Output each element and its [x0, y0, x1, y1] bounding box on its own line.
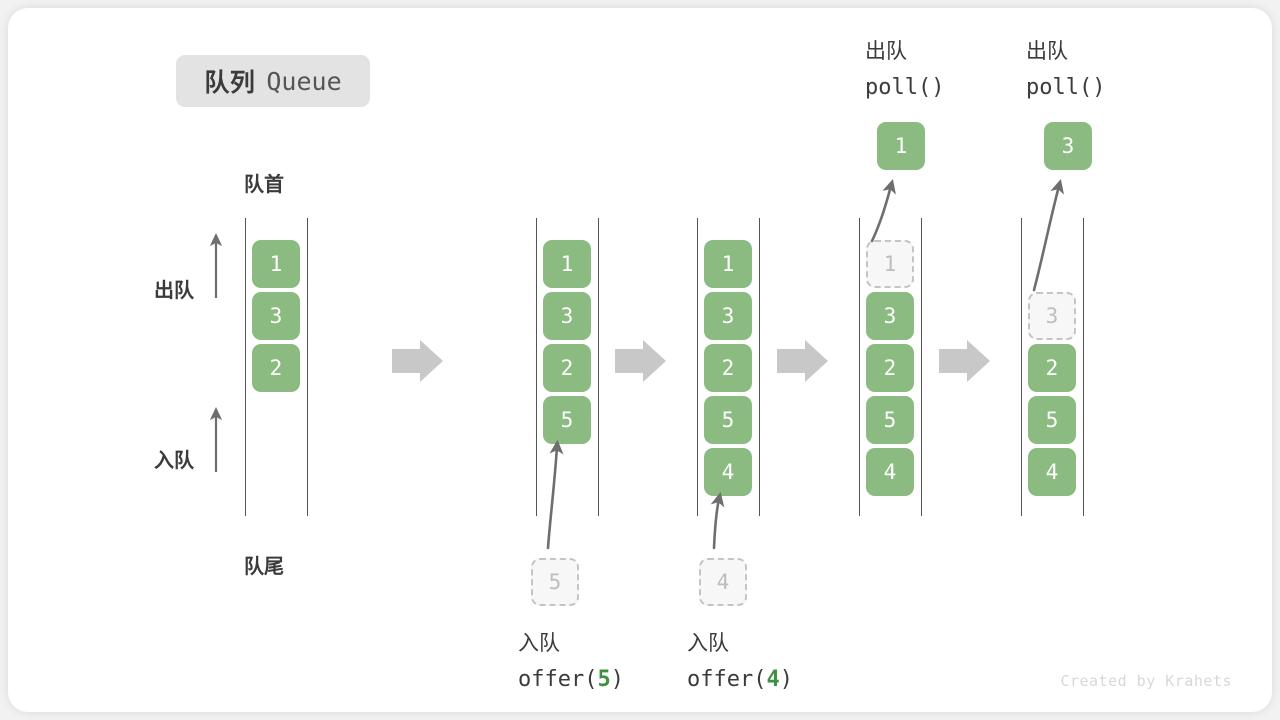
queue-rail-right — [921, 218, 922, 516]
queue-cell: 3 — [252, 292, 300, 340]
operation-name-cn: 出队 — [1026, 40, 1068, 63]
pending-element-5: 5 — [531, 558, 579, 606]
diagram-title-chip: 队列 Queue — [176, 55, 370, 107]
queue-cell: 5 — [1028, 396, 1076, 444]
operation-code: offer(5) — [518, 662, 624, 698]
queue-cell: 1 — [252, 240, 300, 288]
pending-element-4: 4 — [699, 558, 747, 606]
diagram-card: 队列 Queue 队首 队尾 出队 入队 1 3 2 1 3 2 5 5 入队 — [8, 8, 1272, 712]
queue-cell: 4 — [866, 448, 914, 496]
queue-cell: 2 — [866, 344, 914, 392]
queue-rail-right — [307, 218, 308, 516]
queue-rail-right — [759, 218, 760, 516]
credit-text: Created by Krahets — [1060, 672, 1232, 690]
operation-label-poll-1: 出队 poll() — [865, 34, 944, 106]
queue-cell: 3 — [866, 292, 914, 340]
operation-label-offer-4: 入队 offer(4) — [687, 626, 793, 698]
queue-state-after-poll-1: 1 3 2 5 4 — [859, 218, 922, 516]
op-code-prefix: poll( — [1026, 75, 1093, 100]
queue-cell: 4 — [1028, 448, 1076, 496]
queue-cell: 3 — [543, 292, 591, 340]
queue-rail-left — [536, 218, 537, 516]
op-code-prefix: poll( — [865, 75, 932, 100]
enqueue-direction-label: 入队 — [154, 450, 194, 472]
op-code-arg: 5 — [597, 667, 611, 692]
queue-state-after-offer-5: 1 3 2 5 — [536, 218, 599, 516]
queue-state-initial: 1 3 2 — [245, 218, 308, 516]
operation-name-cn: 入队 — [687, 632, 729, 655]
queue-cell-new: 5 — [543, 396, 591, 444]
popped-element-1: 1 — [877, 122, 925, 170]
op-code-suffix: ) — [610, 667, 624, 692]
queue-cell-new: 4 — [704, 448, 752, 496]
queue-rail-left — [245, 218, 246, 516]
queue-rail-right — [598, 218, 599, 516]
queue-cell: 2 — [1028, 344, 1076, 392]
op-code-suffix: ) — [1092, 75, 1106, 100]
queue-cell: 5 — [866, 396, 914, 444]
operation-label-offer-5: 入队 offer(5) — [518, 626, 624, 698]
op-code-suffix: ) — [779, 667, 793, 692]
queue-cell: 2 — [252, 344, 300, 392]
queue-rail-left — [859, 218, 860, 516]
operation-code: poll() — [1026, 70, 1105, 106]
queue-cell: 2 — [704, 344, 752, 392]
operation-code: poll() — [865, 70, 944, 106]
dequeue-direction-label: 出队 — [154, 280, 194, 302]
queue-rear-label: 队尾 — [244, 556, 284, 578]
queue-cell: 1 — [543, 240, 591, 288]
operation-name-cn: 入队 — [518, 632, 560, 655]
op-code-arg: 4 — [766, 667, 780, 692]
operation-label-poll-3: 出队 poll() — [1026, 34, 1105, 106]
queue-state-after-poll-3: 3 2 5 4 — [1021, 218, 1084, 516]
operation-name-cn: 出队 — [865, 40, 907, 63]
queue-rail-left — [697, 218, 698, 516]
popped-element-3: 3 — [1044, 122, 1092, 170]
op-code-prefix: offer( — [687, 667, 767, 692]
queue-cell-removed: 1 — [866, 240, 914, 288]
op-code-suffix: ) — [931, 75, 945, 100]
queue-front-label: 队首 — [244, 174, 284, 196]
queue-cell: 5 — [704, 396, 752, 444]
op-code-prefix: offer( — [518, 667, 598, 692]
queue-rail-right — [1083, 218, 1084, 516]
operation-code: offer(4) — [687, 662, 793, 698]
queue-cell: 1 — [704, 240, 752, 288]
title-label-en: Queue — [266, 66, 342, 96]
queue-cell: 2 — [543, 344, 591, 392]
queue-rail-left — [1021, 218, 1022, 516]
queue-state-after-offer-4: 1 3 2 5 4 — [697, 218, 760, 516]
title-label-cn: 队列 — [204, 69, 256, 97]
queue-cell-removed: 3 — [1028, 292, 1076, 340]
queue-cell: 3 — [704, 292, 752, 340]
